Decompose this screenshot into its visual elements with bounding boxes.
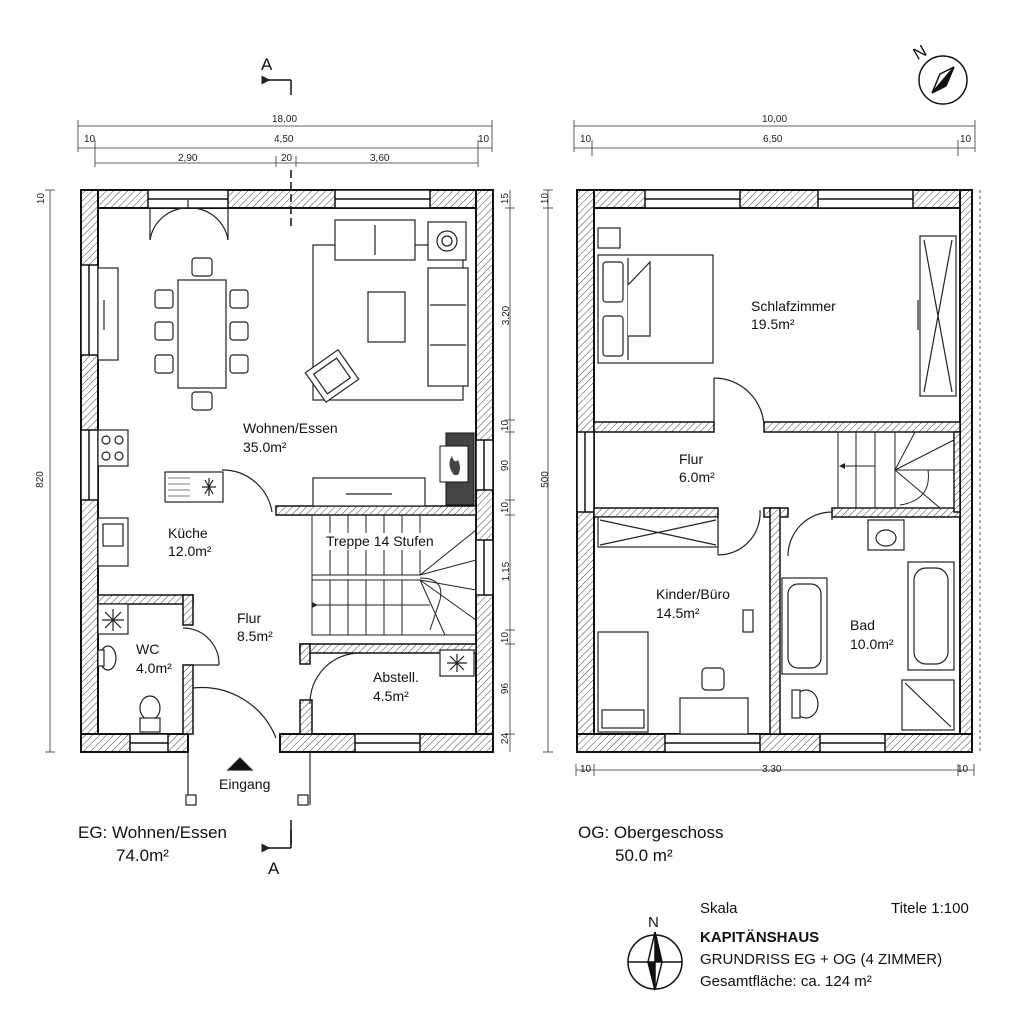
gf-dim-seg-mid: 20 — [281, 153, 293, 164]
uf-dim-inner-width: 6,50 — [763, 134, 783, 145]
gf-dim-edge-right: 10 — [478, 134, 490, 145]
uf-dim-bottom-width: 3.30 — [762, 764, 782, 775]
gf-dim-total-width: 18,00 — [272, 114, 298, 125]
uf-staircase — [837, 431, 955, 509]
room-kueche-area: 12.0m² — [168, 543, 212, 559]
room-kueche-name: Küche — [168, 525, 208, 541]
room-abstell-area: 4.5m² — [373, 688, 409, 704]
north-label-bottom: N — [648, 914, 659, 931]
room-schlaf-name: Schlafzimmer — [751, 298, 836, 314]
uf-dim-edge-left: 10 — [580, 134, 592, 145]
room-uf-flur-area: 6.0m² — [679, 469, 715, 485]
uf-dim-edge-right: 10 — [960, 134, 972, 145]
room-bad-area: 10.0m² — [850, 636, 894, 652]
room-abstell-name: Abstell. — [373, 669, 419, 685]
uf-caption-area: 50.0 m² — [615, 846, 673, 865]
room-uf-flur-name: Flur — [679, 451, 704, 467]
gf-dim-right-3: 10 — [500, 419, 512, 432]
title-scale-label: Skala — [700, 900, 738, 917]
room-flur-name: Flur — [237, 610, 262, 626]
gf-dim-top-offset: 10 — [36, 192, 48, 205]
room-treppe-name: Treppe 14 Stufen — [324, 533, 436, 550]
section-line-a — [261, 75, 292, 853]
wc-fixtures — [97, 603, 220, 733]
title-total-area: Gesamtfläche: ca. 124 m² — [700, 973, 872, 990]
gf-terrace-door — [149, 200, 229, 241]
gf-dim-right-8: 96 — [500, 682, 512, 695]
gf-dim-right-9: 24 — [500, 732, 512, 745]
gf-staircase — [311, 514, 477, 636]
gf-dimension-lines — [45, 120, 515, 753]
room-kinder-name: Kinder/Büro — [656, 586, 730, 602]
room-bad-name: Bad — [850, 617, 875, 633]
uf-caption-title: OG: Obergeschoss — [578, 823, 724, 842]
uf-dimension-lines — [543, 120, 981, 776]
north-arrow-bottom-icon — [627, 931, 683, 991]
gf-dim-right-2: 3,20 — [501, 305, 513, 326]
uf-windows — [576, 189, 914, 753]
uf-dim-top-offset: 10 — [540, 192, 552, 205]
upper-floor-plan — [543, 120, 981, 776]
room-wohnen-name: Wohnen/Essen — [243, 420, 338, 436]
uf-dim-total-width: 10,00 — [762, 114, 788, 125]
room-kinder-area: 14.5m² — [656, 605, 700, 621]
fireplace — [439, 432, 475, 506]
section-marker-top: A — [261, 55, 273, 74]
dining-table — [154, 257, 249, 411]
gf-dim-seg-left: 2,90 — [178, 153, 198, 164]
room-wc-name: WC — [136, 641, 160, 657]
room-eingang-name: Eingang — [219, 776, 271, 792]
gf-caption-title: EG: Wohnen/Essen — [78, 823, 227, 842]
bathroom-fixtures — [781, 519, 955, 731]
gf-dim-right-7: 10 — [500, 631, 512, 644]
title-project: KAPITÄNSHAUS — [700, 929, 820, 946]
bedroom-furniture — [597, 227, 957, 397]
tv-sideboard — [312, 477, 426, 507]
gf-dim-right-1: 15 — [500, 192, 512, 205]
gf-dim-seg-right: 3,60 — [370, 153, 390, 164]
kitchen-fixtures — [97, 429, 273, 567]
gf-dim-edge-left: 10 — [84, 134, 96, 145]
gf-caption-area: 74.0m² — [116, 846, 169, 865]
room-schlaf-area: 19.5m² — [751, 316, 795, 332]
uf-dim-bottom-right: 10 — [957, 764, 969, 775]
gf-dim-total-height: 820 — [34, 471, 46, 488]
uf-dim-bottom-left: 10 — [580, 764, 592, 775]
gf-dim-right-4: 90 — [500, 459, 512, 472]
room-wc-area: 4.0m² — [136, 660, 172, 676]
storage-fixture — [309, 649, 475, 705]
gf-windows — [80, 189, 494, 753]
section-marker-bottom: A — [268, 859, 280, 878]
title-scale-value: Titele 1:100 — [891, 900, 969, 917]
title-subtitle: GRUNDRISS EG + OG (4 ZIMMER) — [700, 951, 943, 968]
gf-dim-inner-width: 4,50 — [274, 134, 294, 145]
room-wohnen-area: 35.0m² — [243, 439, 287, 455]
gf-interior-walls — [97, 505, 477, 735]
ground-floor-plan — [45, 75, 515, 853]
room-flur-area: 8.5m² — [237, 628, 273, 644]
gf-dim-right-5: 10 — [500, 501, 512, 514]
north-arrow-top-icon — [918, 55, 968, 105]
gf-dim-right-6: 1,15 — [501, 561, 513, 582]
front-door — [185, 686, 311, 806]
living-area — [304, 219, 469, 404]
uf-dim-total-height: 500 — [539, 471, 551, 488]
kids-room-furniture — [597, 516, 754, 735]
sideboard — [97, 267, 119, 361]
